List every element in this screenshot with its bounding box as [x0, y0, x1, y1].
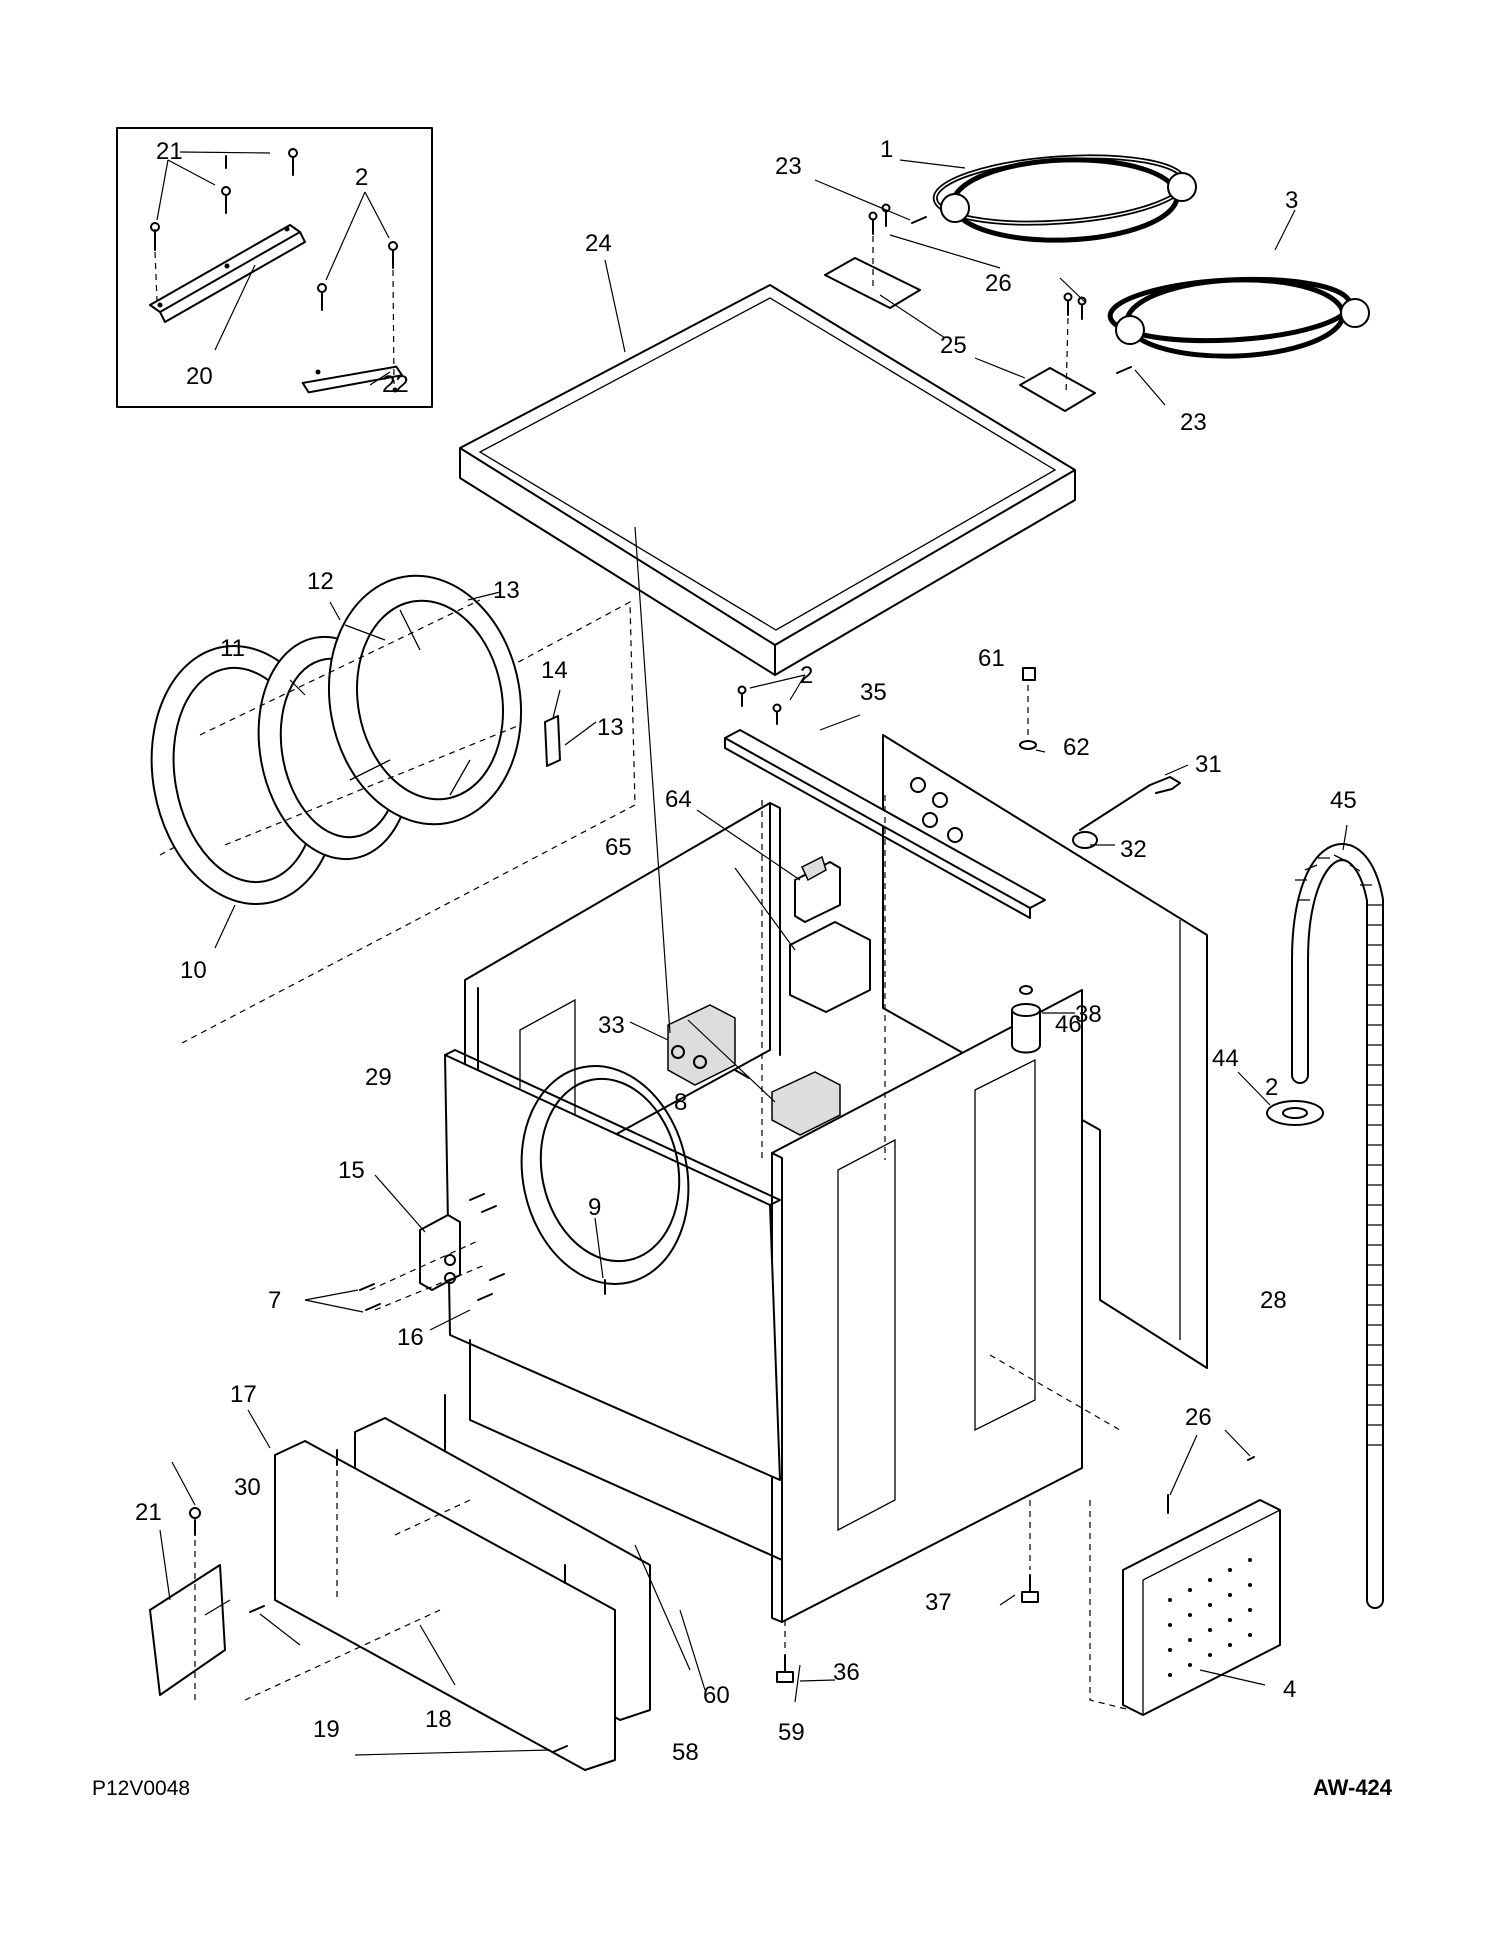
part-25-label: 25	[940, 332, 967, 359]
part-28-label: 28	[1260, 1287, 1287, 1314]
part-26-label: 26	[985, 270, 1012, 297]
part-65-label: 65	[605, 834, 632, 861]
top-brackets	[814, 179, 1166, 412]
lower-panels	[149, 1409, 801, 1771]
inset-callout-22: 22	[382, 371, 409, 398]
part-8-label: 8	[674, 1089, 687, 1116]
top-lid	[459, 259, 1076, 676]
part-24-label: 24	[585, 230, 612, 257]
inset-callout-20: 20	[186, 363, 213, 390]
part-2-label-2: 2	[1265, 1074, 1278, 1101]
inset-callout-2: 2	[355, 164, 368, 191]
part-labels: 21 2 20 22 23 1 3 24 26 25 23 12 13 11 1…	[135, 136, 1357, 1766]
part-17-label: 17	[230, 1381, 257, 1408]
part-64-label: 64	[665, 786, 692, 813]
part-58-label: 58	[672, 1739, 699, 1766]
part-16-label: 16	[397, 1324, 424, 1351]
footer-code: P12V0048	[92, 1777, 190, 1800]
part-15-label: 15	[338, 1157, 365, 1184]
door-assembly	[150, 574, 636, 1044]
part-13-label: 13	[493, 577, 520, 604]
part-46-label: 46	[1055, 1011, 1082, 1038]
part-61-label: 61	[978, 645, 1005, 672]
part-59-label: 59	[778, 1719, 805, 1746]
part-62-label: 62	[1063, 734, 1090, 761]
part-30-label: 30	[234, 1474, 261, 1501]
footer-page-id: AW-424	[1313, 1775, 1393, 1800]
part-3-label: 3	[1285, 187, 1298, 214]
part-38-label: 38	[1075, 1001, 1102, 1028]
part-1-label: 1	[880, 136, 893, 163]
inlet-hoses	[899, 154, 1370, 359]
part-21-label: 21	[135, 1499, 162, 1526]
part-18-label: 18	[425, 1706, 452, 1733]
part-33-label: 33	[598, 1012, 625, 1039]
internal-components	[629, 526, 1189, 1160]
part-23-label-2: 23	[1180, 409, 1207, 436]
part-31-label: 31	[1195, 751, 1222, 778]
part-9-label: 9	[588, 1194, 601, 1221]
inset-callout-21: 21	[156, 138, 183, 165]
part-11-label: 11	[220, 635, 245, 662]
part-26-label-2: 26	[1185, 1404, 1212, 1431]
part-29-label: 29	[365, 1064, 392, 1091]
part-4-label: 4	[1283, 1676, 1296, 1703]
part-37-label: 37	[925, 1589, 952, 1616]
part-45-label: 45	[1330, 787, 1357, 814]
part-44-label: 44	[1212, 1045, 1239, 1072]
cabinet	[444, 729, 1208, 1623]
part-35-label: 35	[860, 679, 887, 706]
inset-box	[116, 127, 433, 408]
part-13-label-2: 13	[597, 714, 624, 741]
feet-and-cover	[776, 1354, 1281, 1716]
part-23-label: 23	[775, 153, 802, 180]
part-60-label: 60	[703, 1682, 730, 1709]
part-7-label: 7	[268, 1287, 281, 1314]
part-10-label: 10	[180, 957, 207, 984]
part-19-label: 19	[313, 1716, 340, 1743]
part-14-label: 14	[541, 657, 568, 684]
part-32-label: 32	[1120, 836, 1147, 863]
drain-hose	[1237, 824, 1384, 1609]
part-36-label: 36	[833, 1659, 860, 1686]
hinge-and-screws	[304, 1174, 606, 1331]
part-12-label: 12	[307, 568, 334, 595]
part-2-label: 2	[800, 662, 813, 689]
